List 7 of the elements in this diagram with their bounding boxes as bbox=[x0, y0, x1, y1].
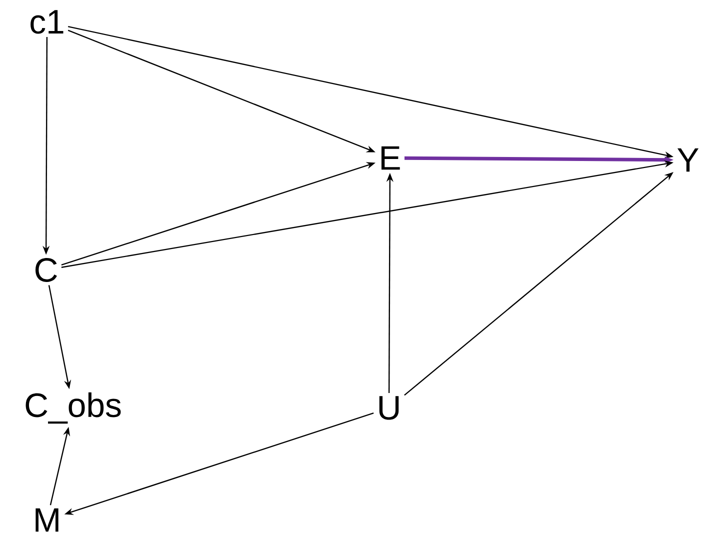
variable-label: M bbox=[36, 508, 58, 532]
variable-label: Y bbox=[677, 148, 699, 172]
variable-label: c1 bbox=[30, 10, 64, 34]
variable-label: C_obs bbox=[26, 392, 121, 424]
variable-label: E bbox=[382, 146, 400, 170]
variable-label: U bbox=[379, 396, 399, 420]
variable-label: C bbox=[36, 258, 57, 282]
